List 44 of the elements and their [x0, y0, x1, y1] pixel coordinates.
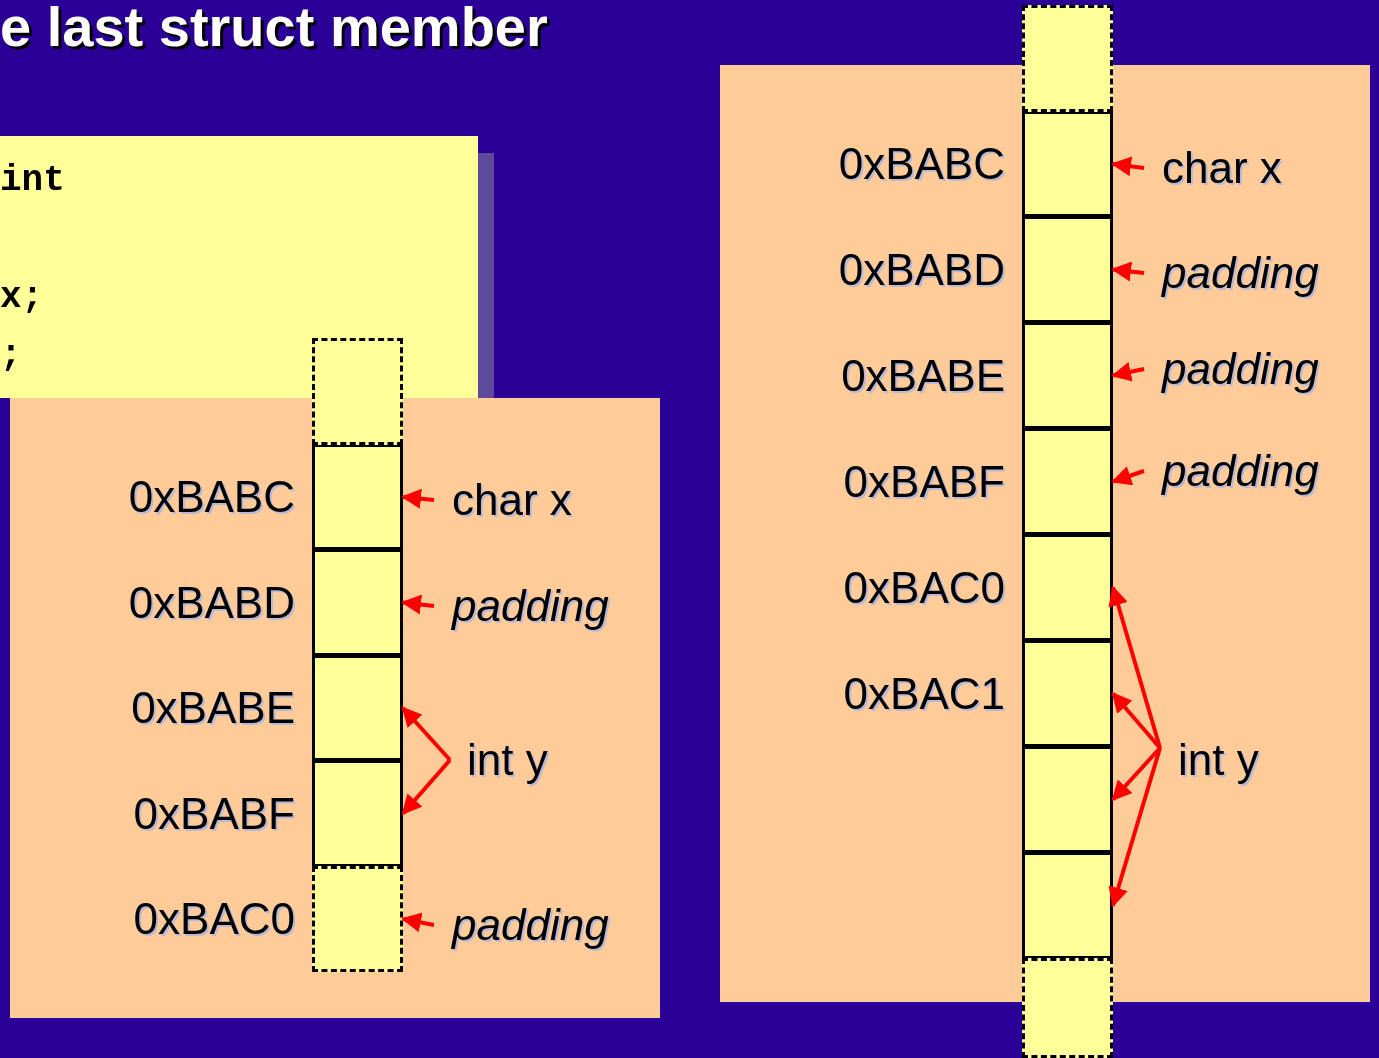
field-label: padding [1162, 248, 1319, 298]
arrow [401, 488, 435, 509]
address-label: 0xBABF [133, 788, 295, 839]
address-label: 0xBABD [838, 244, 1005, 295]
arrow [1111, 156, 1145, 177]
field-label: char x [452, 475, 572, 525]
address-label: 0xBABF [843, 456, 1005, 507]
address-label: 0xBAC0 [133, 894, 295, 944]
code-text: x; [0, 276, 44, 318]
arrow [1108, 747, 1162, 908]
arrow [401, 706, 452, 762]
arrow [1108, 585, 1162, 749]
arrow [1111, 362, 1145, 382]
memory-cell [1022, 958, 1113, 1058]
field-label: int y [1178, 735, 1259, 785]
address-label: 0xBABC [838, 139, 1005, 189]
memory-cell [1022, 852, 1113, 959]
address-label: 0xBAC0 [843, 562, 1005, 613]
code-text: int [0, 159, 65, 201]
field-label: padding [1162, 344, 1319, 394]
arrow [1111, 466, 1145, 486]
address-label: 0xBAC1 [843, 668, 1005, 719]
memory-panel [10, 398, 660, 1018]
field-label: char x [1162, 143, 1282, 193]
arrow [1111, 692, 1162, 750]
address-label: 0xBABD [128, 577, 295, 628]
field-label: padding [452, 581, 609, 631]
field-label: padding [452, 900, 609, 950]
arrow [1111, 261, 1145, 282]
address-label: 0xBABC [128, 472, 295, 522]
code-text: ; [0, 334, 22, 376]
arrow [401, 758, 452, 815]
arrow [401, 594, 435, 615]
memory-cell [1022, 5, 1113, 112]
slide-title: e last struct member [0, 0, 548, 57]
address-label: 0xBABE [841, 350, 1005, 401]
memory-cell [312, 338, 403, 445]
field-label: padding [1162, 446, 1319, 496]
memory-panel [720, 65, 1370, 1002]
arrow [401, 912, 435, 933]
address-label: 0xBABE [131, 683, 295, 733]
memory-cell [1022, 746, 1113, 853]
field-label: int y [467, 735, 548, 785]
arrow [1111, 746, 1162, 801]
